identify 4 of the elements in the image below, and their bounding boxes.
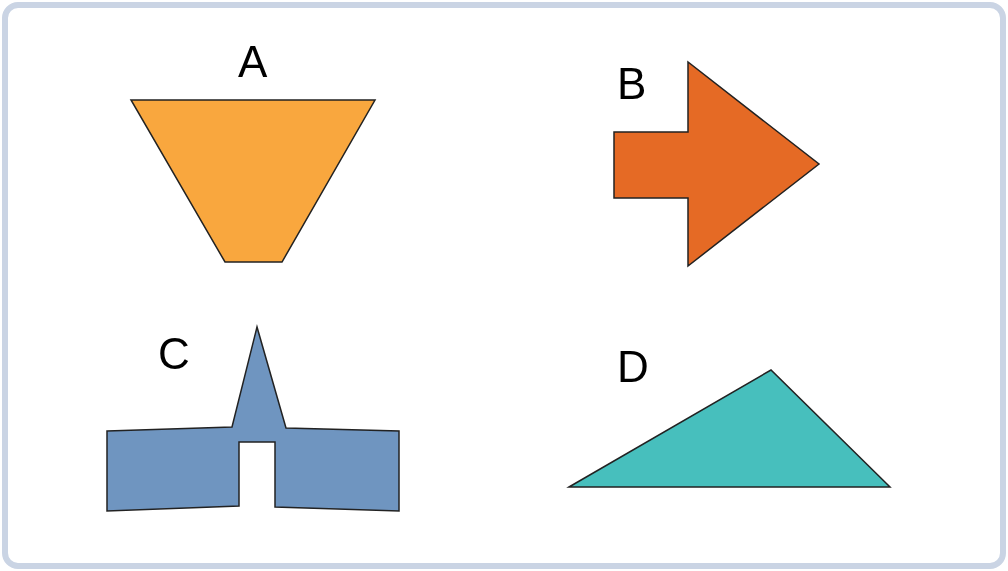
shape-letter: A (238, 40, 268, 84)
shape-letter: B (617, 62, 647, 106)
shape-letter: C (158, 332, 190, 376)
shape-letter: D (617, 345, 649, 389)
